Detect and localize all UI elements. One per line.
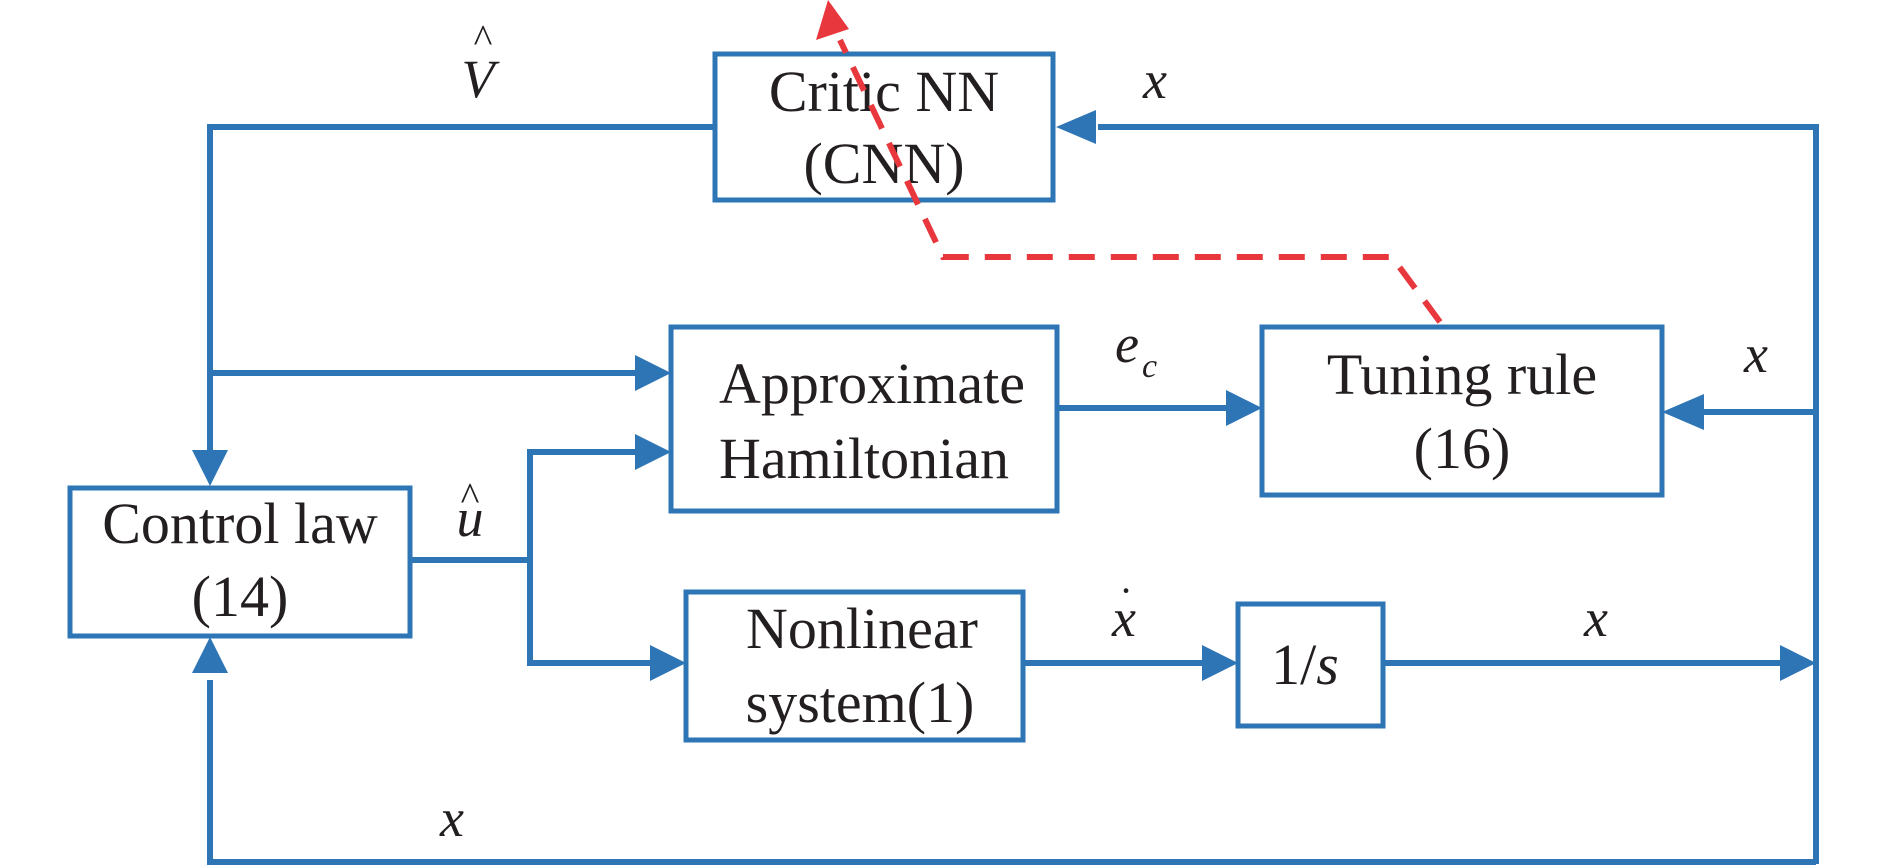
integrator-label: 1/s <box>1271 632 1339 697</box>
wire-x-feedback <box>207 680 1816 865</box>
control-law-box <box>67 485 413 639</box>
arrowhead-hamiltonian-lower <box>635 434 671 470</box>
update-path-arrowhead <box>816 0 849 40</box>
update-path <box>816 0 1443 324</box>
e-c-subscript: c <box>1142 348 1157 385</box>
critic-nn-line1: Critic NN <box>769 59 999 124</box>
label-x-feedback: x <box>439 788 464 848</box>
u-hat-symbol: u <box>457 488 484 548</box>
signal-wires <box>207 124 1819 865</box>
x-dot-accent: · <box>1119 568 1132 613</box>
v-hat-accent: ^ <box>474 16 493 61</box>
arrowhead-control-bottom <box>192 637 228 673</box>
arrowhead-critic-in <box>1056 110 1096 144</box>
x-dot-symbol: x <box>1111 588 1136 648</box>
nonlinear-system-box <box>683 589 1026 743</box>
block-control-law: Control law (14) <box>67 485 413 639</box>
integrator-one: 1/ <box>1271 632 1317 697</box>
tuning-rule-line2: (16) <box>1414 416 1511 481</box>
hamiltonian-line2: Hamiltonian <box>719 426 1009 491</box>
tuning-rule-box <box>1259 324 1665 498</box>
label-x-critic: x <box>1142 50 1167 110</box>
arrowhead-integrator <box>1202 645 1238 681</box>
label-u-hat: ^ u <box>457 474 484 548</box>
hamiltonian-line1: Approximate <box>719 351 1025 416</box>
block-tuning-rule: Tuning rule (16) <box>1259 324 1665 498</box>
arrowhead-tuning-right <box>1662 394 1704 430</box>
label-x-dot: · x <box>1111 568 1136 648</box>
label-v-hat: ^ V <box>462 16 501 109</box>
e-c-symbol: e <box>1115 314 1139 374</box>
block-hamiltonian: Approximate Hamiltonian <box>668 324 1060 514</box>
critic-nn-line2: (CNN) <box>803 131 964 196</box>
u-hat-accent: ^ <box>461 474 480 519</box>
label-e-c: e c <box>1115 314 1157 385</box>
wire-uhat-to-hamiltonian <box>527 449 636 560</box>
signal-labels: ^ V x e c x ^ u · x x x <box>439 16 1768 848</box>
arrowhead-tuning-left <box>1226 390 1262 426</box>
arrowhead-hamiltonian-upper <box>635 355 671 391</box>
block-integrator: 1/s <box>1235 601 1386 729</box>
label-x-tuning: x <box>1743 324 1768 384</box>
hamiltonian-box <box>668 324 1060 514</box>
nonlinear-system-line2: system(1) <box>746 670 975 735</box>
label-x-out: x <box>1583 588 1608 648</box>
update-path-dashed <box>837 38 1443 324</box>
integrator-s: s <box>1316 632 1339 697</box>
wire-uhat-to-plant <box>527 560 650 666</box>
arrowhead-plant <box>650 645 686 681</box>
control-law-line1: Control law <box>102 491 378 556</box>
nonlinear-system-line1: Nonlinear <box>746 596 978 661</box>
integrator-box <box>1235 601 1386 729</box>
tuning-rule-line1: Tuning rule <box>1327 342 1597 407</box>
control-law-line2: (14) <box>192 564 289 629</box>
v-hat-symbol: V <box>462 49 501 109</box>
wire-vhat <box>207 124 718 452</box>
arrowhead-bus <box>1780 645 1816 681</box>
arrowheads <box>192 110 1816 681</box>
arrowhead-control-top <box>192 450 228 486</box>
block-nonlinear-system: Nonlinear system(1) <box>683 589 1026 743</box>
